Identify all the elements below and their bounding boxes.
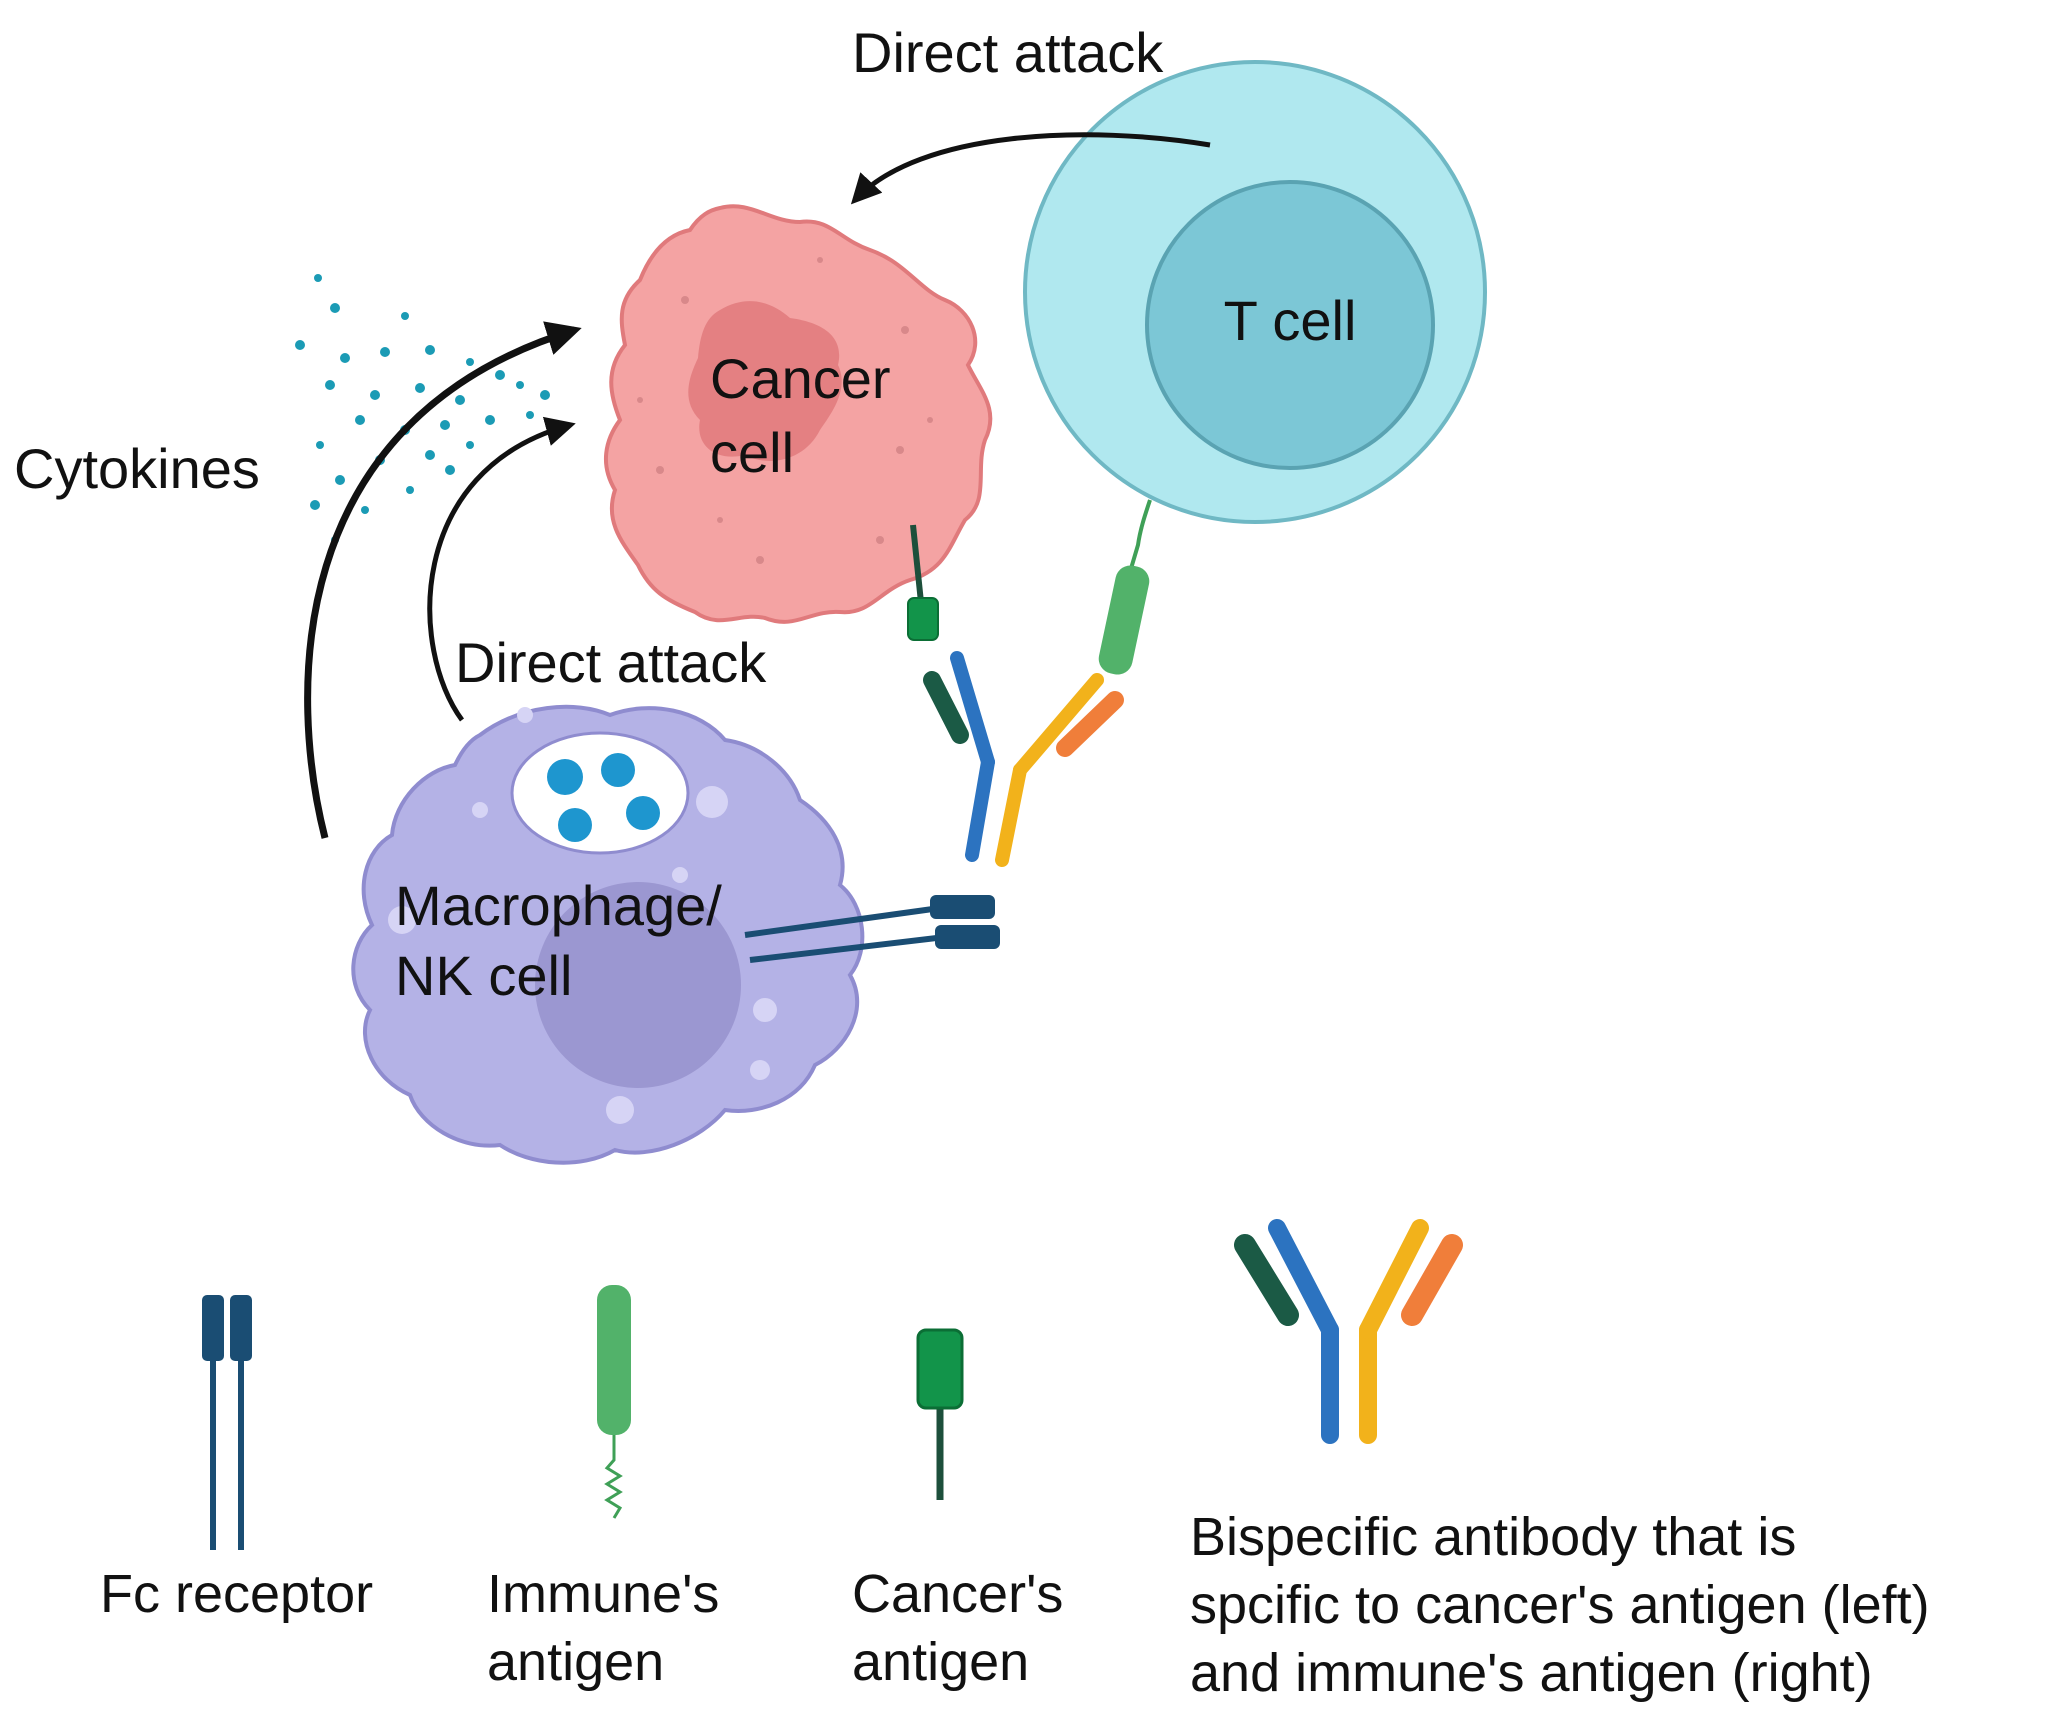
- macrophage-nucleus: [535, 882, 741, 1088]
- immune-antigen-on-t-cell: [1098, 499, 1152, 675]
- cancer-cell-nucleus: [688, 301, 842, 462]
- legend-label-immune-antigen-line-2: antigen: [487, 1632, 664, 1692]
- direct-attack-label-top: Direct attack: [852, 21, 1164, 84]
- legend-label-cancer-antigen-line-2: antigen: [852, 1632, 1029, 1692]
- legend-label-cancer-antigen-line-1: Cancer's: [852, 1564, 1063, 1624]
- legend-label-immune-antigen-line-1: Immune's: [487, 1564, 719, 1624]
- cancer-antigen-on-cell: [907, 524, 939, 641]
- cytokine-particles: [295, 274, 550, 544]
- cancer-cell-label-line-1: Cancer: [710, 347, 891, 410]
- t-cell-nucleus: [1145, 180, 1435, 470]
- legend-label-bispecific-line-1: Bispecific antibody that is: [1190, 1507, 1796, 1567]
- fc-receptor-icon: [202, 1295, 252, 1550]
- t-cell-label: T cell: [1224, 289, 1357, 352]
- bispecific-antibody-icon: [1234, 1219, 1463, 1444]
- cancer-cell: Cancer cell: [603, 204, 993, 624]
- legend-label-fc-receptor: Fc receptor: [100, 1564, 373, 1624]
- cancer-cell-label-line-2: cell: [710, 421, 794, 484]
- cytokine-arrow: [304, 321, 582, 839]
- immune-antigen-icon: [597, 1285, 631, 1519]
- direct-attack-arrow-top: [850, 132, 1211, 205]
- t-cell: T cell: [1023, 60, 1487, 524]
- fc-receptor-on-macrophage: [744, 895, 1000, 963]
- phagosome-particles: [547, 753, 660, 842]
- cytokines-label: Cytokines: [14, 437, 260, 500]
- macrophage-label-line-1: Macrophage/: [395, 874, 722, 937]
- legend-label-bispecific-line-3: and immune's antigen (right): [1190, 1643, 1873, 1703]
- macrophage-nk-cell: Macrophage/ NK cell: [351, 704, 865, 1165]
- cancer-antigen-icon: [916, 1328, 964, 1500]
- direct-attack-label-bottom: Direct attack: [455, 631, 767, 694]
- legend-label-bispecific-line-2: spcific to cancer's antigen (left): [1190, 1575, 1930, 1635]
- legend: Fc receptor Immune's antigen Cancer's an…: [100, 1219, 1930, 1703]
- bispecific-antibody-bound: [923, 651, 1124, 867]
- cancer-cell-granules: [637, 257, 933, 564]
- direct-attack-arrow-bottom: [427, 416, 576, 722]
- macrophage-label-line-2: NK cell: [395, 944, 572, 1007]
- phagosome-vacuole: [510, 731, 690, 855]
